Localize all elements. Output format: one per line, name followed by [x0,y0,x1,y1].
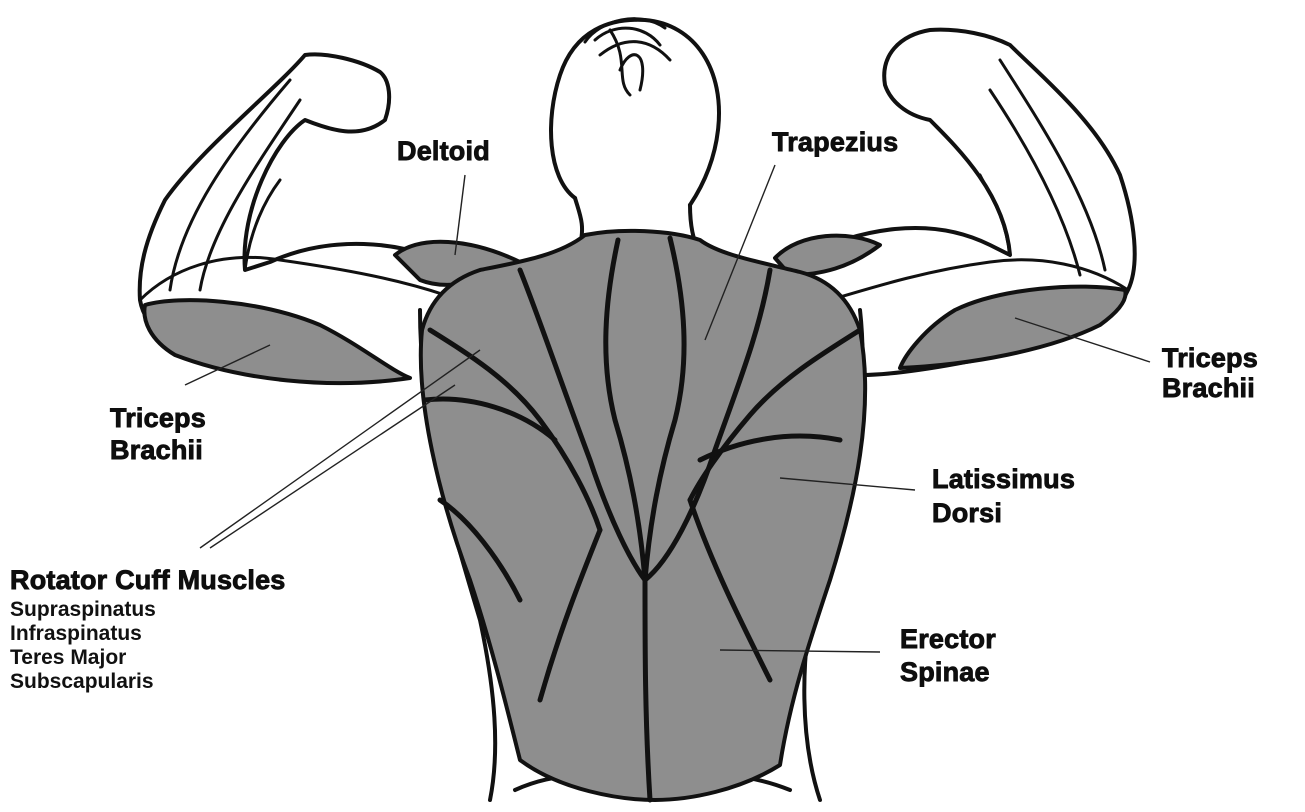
label-deltoid: Deltoid [397,138,490,164]
label-erector-line2: Spinae [900,659,990,685]
label-latissimus-line2: Dorsi [932,500,1002,526]
label-trapezius: Trapezius [772,129,898,155]
label-subscapularis: Subscapularis [10,670,154,693]
label-triceps-left-line2: Brachii [110,437,203,463]
label-triceps-right-line1: Triceps [1162,345,1258,371]
label-teres-major: Teres Major [10,646,126,669]
label-infraspinatus: Infraspinatus [10,622,142,645]
label-triceps-right-line2: Brachii [1162,375,1255,401]
left-triceps [144,300,410,383]
label-erector-line1: Erector [900,626,996,652]
label-rotator-cuff-title: Rotator Cuff Muscles [10,567,286,593]
left-biceps [140,257,445,300]
head [551,20,719,205]
right-triceps [900,287,1126,368]
label-latissimus-line1: Latissimus [932,466,1075,492]
back-mass [421,231,865,800]
label-triceps-left-line1: Triceps [110,405,206,431]
label-supraspinatus: Supraspinatus [10,598,156,621]
